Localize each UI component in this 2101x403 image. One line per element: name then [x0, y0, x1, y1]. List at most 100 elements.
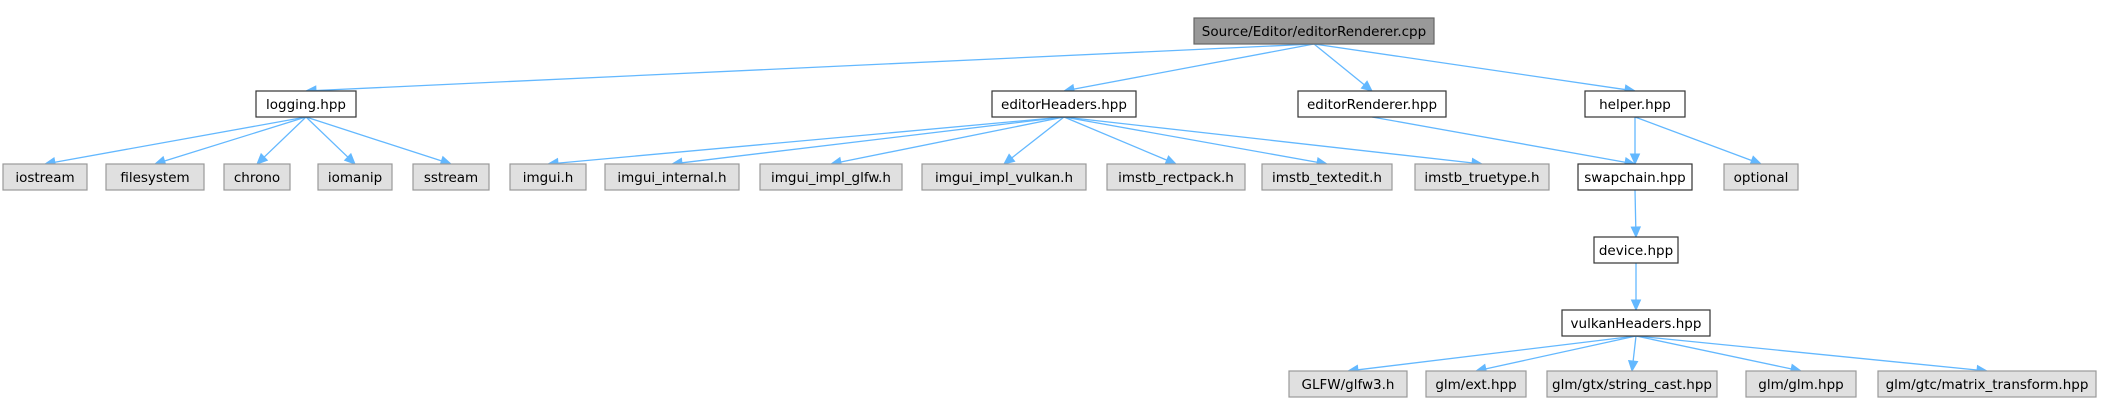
node-glm-glm: glm/glm.hpp — [1745, 370, 1857, 398]
node-label: editorRenderer.hpp — [1307, 97, 1437, 113]
edge-line — [1073, 43, 1315, 90]
node-label: editorHeaders.hpp — [1001, 97, 1127, 113]
edge-editor-headers-to-imstb-truetype — [1063, 116, 1484, 169]
edge-editor-renderer-to-swapchain — [1371, 116, 1637, 168]
node-box — [1425, 370, 1527, 398]
node-swapchain[interactable]: swapchain.hpp — [1577, 163, 1693, 191]
node-label: glm/gtc/matrix_transform.hpp — [1886, 377, 2089, 393]
node-label: imgui_internal.h — [617, 170, 726, 186]
node-label: imstb_rectpack.h — [1118, 170, 1234, 186]
edge-vulkan-headers-to-glm-glm — [1635, 335, 1803, 374]
edge-device-to-vulkan-headers — [1630, 263, 1642, 312]
edge-line — [1635, 335, 1792, 370]
edge-line — [1485, 335, 1637, 370]
edge-arrowhead — [256, 152, 269, 165]
node-box — [1561, 309, 1711, 337]
node-editor-headers[interactable]: editorHeaders.hpp — [991, 90, 1137, 118]
node-box — [2, 163, 88, 191]
node-glm-matrix-transform: glm/gtc/matrix_transform.hpp — [1877, 370, 2097, 398]
node-box — [223, 163, 291, 191]
edge-line — [263, 116, 307, 158]
node-box — [1593, 236, 1679, 264]
edge-editor-headers-to-imgui — [546, 116, 1065, 169]
node-box — [1297, 90, 1447, 118]
node-label: glm/gtx/string_cast.hpp — [1552, 377, 1712, 393]
edge-vulkan-headers-to-glfw3 — [1346, 335, 1637, 375]
edge-line — [1357, 335, 1637, 371]
node-logging[interactable]: logging.hpp — [255, 90, 357, 118]
node-label: chrono — [234, 170, 280, 186]
edge-line — [557, 116, 1065, 164]
edge-root-to-editor-renderer — [1313, 43, 1373, 92]
node-glfw3: GLFW/glfw3.h — [1288, 370, 1408, 398]
node-box — [1723, 163, 1799, 191]
edge-arrowhead — [1627, 359, 1639, 373]
edge-helper-to-swapchain — [1629, 117, 1641, 166]
node-box — [255, 90, 357, 118]
edge-arrowhead — [1164, 155, 1178, 165]
node-label: glm/glm.hpp — [1758, 377, 1843, 393]
edge-line — [1063, 116, 1168, 161]
nodes-layer: Source/Editor/editorRenderer.cpp logging.… — [2, 17, 2097, 398]
node-label: filesystem — [120, 170, 189, 186]
node-label: swapchain.hpp — [1584, 170, 1685, 186]
edge-root-to-logging — [304, 43, 1315, 96]
node-label: vulkanHeaders.hpp — [1571, 316, 1702, 332]
node-box — [1584, 90, 1686, 118]
node-imstb-rectpack: imstb_rectpack.h — [1106, 163, 1246, 191]
node-box — [1414, 163, 1550, 191]
edge-line — [1634, 116, 1752, 162]
node-label: imgui.h — [523, 170, 574, 186]
edge-editor-headers-to-imgui-impl-vulkan — [1003, 116, 1065, 165]
edge-line — [840, 116, 1065, 163]
node-vulkan-headers[interactable]: vulkanHeaders.hpp — [1561, 309, 1711, 337]
edge-line — [1011, 116, 1065, 159]
node-imgui-impl-glfw: imgui_impl_glfw.h — [759, 163, 903, 191]
edge-line — [305, 116, 349, 158]
node-box — [509, 163, 587, 191]
edge-helper-to-optional — [1634, 116, 1763, 166]
node-label: device.hpp — [1599, 243, 1673, 259]
node-root[interactable]: Source/Editor/editorRenderer.cpp — [1193, 17, 1435, 45]
edge-line — [1313, 43, 1626, 91]
edge-logging-to-chrono — [256, 116, 307, 165]
node-helper[interactable]: helper.hpp — [1584, 90, 1686, 118]
node-label: sstream — [424, 170, 478, 186]
node-device[interactable]: device.hpp — [1593, 236, 1679, 264]
edge-line — [1063, 116, 1473, 164]
node-editor-renderer[interactable]: editorRenderer.hpp — [1297, 90, 1447, 118]
edge-line — [315, 43, 1315, 92]
edge-line — [681, 116, 1065, 164]
node-label: iomanip — [328, 170, 382, 186]
node-optional: optional — [1723, 163, 1799, 191]
node-filesystem: filesystem — [105, 163, 205, 191]
node-label: iostream — [15, 170, 74, 186]
edge-arrowhead — [1630, 299, 1642, 312]
node-box — [1546, 370, 1718, 398]
node-imstb-textedit: imstb_textedit.h — [1261, 163, 1393, 191]
edge-arrowhead — [343, 152, 356, 165]
edge-arrowhead — [1003, 153, 1016, 165]
edge-line — [305, 116, 442, 162]
edge-line — [54, 116, 307, 163]
node-label: imstb_textedit.h — [1272, 170, 1382, 186]
node-box — [1288, 370, 1408, 398]
node-label: glm/ext.hpp — [1435, 377, 1516, 393]
edge-logging-to-sstream — [305, 116, 453, 166]
node-iomanip: iomanip — [317, 163, 393, 191]
node-label: GLFW/glfw3.h — [1302, 377, 1395, 393]
edge-root-to-editor-headers — [1062, 43, 1315, 95]
edge-editor-headers-to-imstb-rectpack — [1063, 116, 1178, 165]
edge-line — [1632, 335, 1637, 362]
node-glm-string-cast: glm/gtx/string_cast.hpp — [1546, 370, 1718, 398]
edge-arrowhead — [1629, 153, 1641, 166]
edge-vulkan-headers-to-glm-string-cast — [1627, 335, 1639, 373]
node-box — [759, 163, 903, 191]
edge-line — [1063, 116, 1318, 163]
edge-line — [1371, 116, 1626, 163]
node-box — [1877, 370, 2097, 398]
node-box — [1106, 163, 1246, 191]
node-box — [317, 163, 393, 191]
node-box — [1193, 17, 1435, 45]
